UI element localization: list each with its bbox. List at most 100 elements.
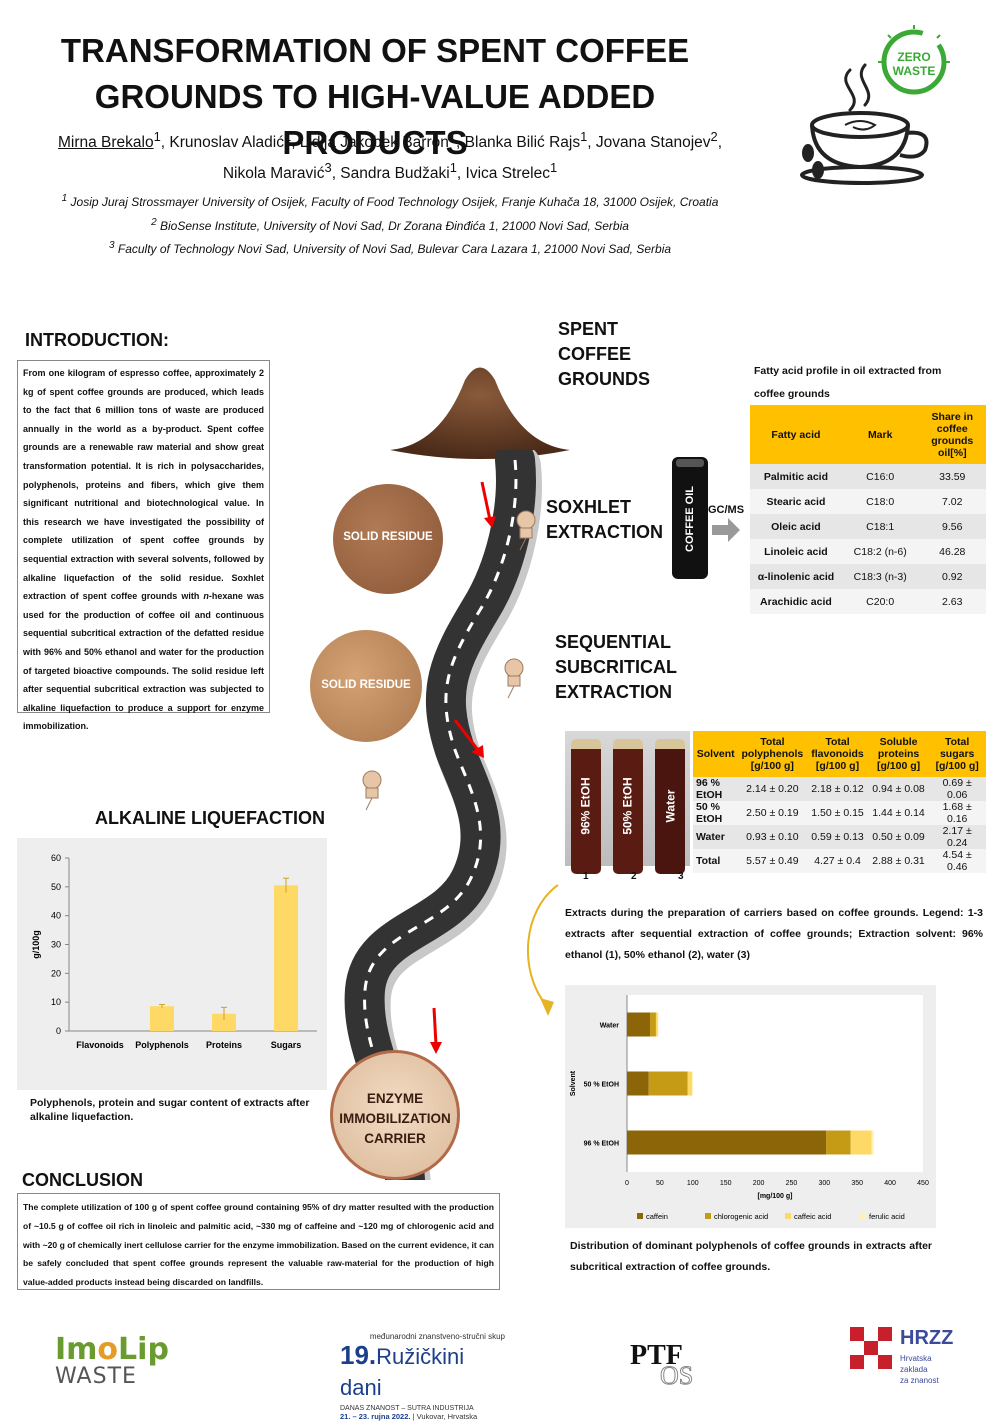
spent-coffee-grounds-label: SPENT COFFEE GROUNDS xyxy=(558,319,651,389)
bar-segment xyxy=(627,1071,649,1096)
vial-1-label: 96% EtOH xyxy=(579,777,594,835)
hrzz-logo: HRZZ Hrvatska zaklada za znanost xyxy=(850,1325,960,1395)
table-cell: Arachidic acid xyxy=(760,595,832,608)
vial-number-2: 2 xyxy=(631,871,637,882)
bar-segment xyxy=(850,1130,872,1155)
bar-segment xyxy=(871,1130,874,1155)
y-axis-label: g/100g xyxy=(31,930,41,959)
enzyme-carrier-image: ENZYME IMMOBILIZATION CARRIER xyxy=(330,1050,460,1180)
gcms-label: GC/MS xyxy=(708,504,745,516)
bar-segment xyxy=(627,1012,651,1037)
extract-vials-photo: 96% EtOH 50% EtOH Water xyxy=(565,731,690,874)
bar-segment xyxy=(648,1071,688,1096)
bar-sugars xyxy=(274,885,298,1031)
solid-residue-1-image: SOLID RESIDUE xyxy=(333,484,443,594)
table-cell: 0.69 ± 0.06 xyxy=(942,777,972,801)
solid-residue-1-label: SOLID RESIDUE xyxy=(343,531,433,543)
authors-line-2: Nikola Maravić3, Sandra Budžaki1, Ivica … xyxy=(222,160,558,183)
table-cell: Oleic acid xyxy=(771,520,821,533)
table-cell: C18:2 (n-6) xyxy=(853,545,907,558)
poster-title: TRANSFORMATION OF SPENT COFFEE GROUNDS T… xyxy=(20,28,730,166)
table-cell: 2.63 xyxy=(942,595,963,608)
x-tick-label: 250 xyxy=(786,1180,798,1187)
table-cell: C20:0 xyxy=(866,595,895,608)
table-cell: Palmitic acid xyxy=(763,470,829,483)
table-cell: Total xyxy=(696,855,721,867)
y-tick-label: 50 xyxy=(51,882,61,892)
table-cell: 0.94 ± 0.08 xyxy=(872,783,925,795)
x-tick-label: 400 xyxy=(884,1180,896,1187)
zero-waste-coffee-cup-icon: ZERO WASTE xyxy=(800,25,950,185)
title-line-1: TRANSFORMATION OF SPENT COFFEE xyxy=(60,32,690,69)
legend-swatch xyxy=(785,1213,791,1219)
y-tick-label: Water xyxy=(600,1023,619,1030)
x-tick-label: 200 xyxy=(753,1180,765,1187)
vial-3-label: Water xyxy=(663,789,677,823)
table-cell: 46.28 xyxy=(939,545,966,558)
hrzz-checker-icon xyxy=(850,1327,892,1369)
table-header-row: Solvent Total polyphenols [g/100 g] Tota… xyxy=(693,731,986,777)
presenting-author: Mirna Brekalo xyxy=(57,134,154,152)
y-tick-label: 0 xyxy=(56,1026,61,1036)
conclusion-text: The complete utilization of 100 g of spe… xyxy=(17,1193,500,1290)
legend-label: caffeic acid xyxy=(794,1212,831,1221)
bar-segment xyxy=(826,1130,851,1155)
extracts-composition-table: Solvent Total polyphenols [g/100 g] Tota… xyxy=(693,731,986,873)
x-tick-label: 450 xyxy=(917,1180,929,1187)
title-line-2: GROUNDS TO HIGH-VALUE ADDED PRODUCTS xyxy=(94,78,656,161)
svg-text:WASTE: WASTE xyxy=(893,64,936,78)
fatty-acid-caption: Fatty acid profile in oil extracted from… xyxy=(754,365,942,400)
table-cell: 1.68 ± 0.16 xyxy=(942,801,972,825)
authors-line-1-rest: 1, Krunoslav Aladić1, Lidija Jakobek Bar… xyxy=(153,129,723,152)
table-cell: 96 % EtOH xyxy=(696,777,723,801)
legend-label: caffein xyxy=(646,1212,668,1221)
y-tick-label: 40 xyxy=(51,911,61,921)
vial-number-1: 1 xyxy=(583,871,589,882)
enzyme-carrier-label: ENZYME IMMOBILIZATION CARRIER xyxy=(339,1091,451,1146)
table-cell: C18:3 (n-3) xyxy=(853,570,907,583)
soxhlet-extraction-label: SOXHLET EXTRACTION xyxy=(546,497,663,542)
bar-segment xyxy=(627,1130,827,1155)
y-tick-label: 20 xyxy=(51,968,61,978)
x-tick-label: 0 xyxy=(625,1180,629,1187)
table-cell: 4.54 ± 0.46 xyxy=(942,849,972,873)
table-header-row: Fatty acid Mark Share in coffee grounds … xyxy=(750,405,986,464)
polyphenol-caption: Distribution of dominant polyphenols of … xyxy=(570,1240,932,1273)
authors: Mirna Brekalo1, Krunoslav Aladić1, Lidij… xyxy=(20,124,760,186)
table-cell: Linoleic acid xyxy=(764,545,828,558)
y-tick-label: 96 % EtOH xyxy=(584,1141,619,1148)
bar-segment xyxy=(692,1071,693,1096)
imolip-waste-logo: ImoLip WASTE xyxy=(55,1332,169,1389)
table-cell: 0.50 ± 0.09 xyxy=(872,831,925,843)
x-tick-label: 50 xyxy=(656,1180,664,1187)
x-tick-label: 100 xyxy=(687,1180,699,1187)
table-cell: 4.27 ± 0.4 xyxy=(814,855,861,867)
vial-2 xyxy=(613,739,643,874)
vial-2-label: 50% EtOH xyxy=(621,777,636,835)
y-tick-label: 10 xyxy=(51,997,61,1007)
legend-label: chlorogenic acid xyxy=(714,1212,768,1221)
y-tick-label: 50 % EtOH xyxy=(584,1082,619,1089)
coffee-oil-label: COFFEE OIL xyxy=(684,486,696,552)
table-cell: C18:0 xyxy=(866,495,895,508)
table-cell: 33.59 xyxy=(939,470,966,483)
table-cell: 2.18 ± 0.12 xyxy=(811,783,864,795)
coffee-grounds-pile-icon xyxy=(390,367,570,459)
ptf-os-mark-icon: OS xyxy=(660,1361,694,1391)
authors-line-1: Mirna Brekalo1, Krunoslav Aladić1, Lidij… xyxy=(20,124,760,155)
ruzickini-dani-logo: međunarodni znanstveno-stručni skup 19.R… xyxy=(340,1332,505,1421)
vial-1 xyxy=(571,739,601,874)
fatty-acid-table: Fatty acid Mark Share in coffee grounds … xyxy=(750,405,986,614)
table-cell: 50 % EtOH xyxy=(696,801,723,825)
bar-segment xyxy=(655,1012,658,1037)
conclusion-heading: CONCLUSION xyxy=(22,1170,143,1190)
